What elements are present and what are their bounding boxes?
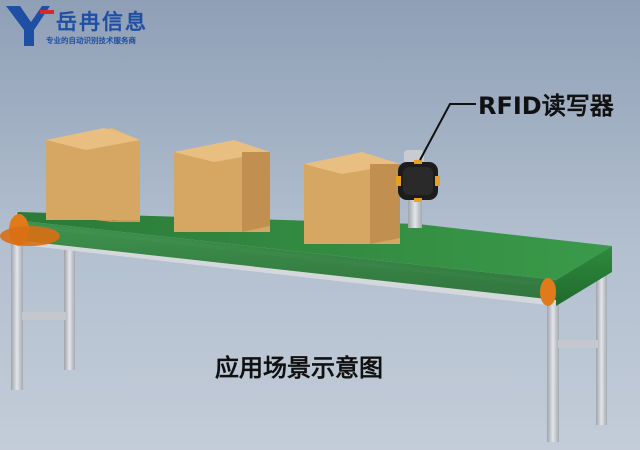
reader-label: RFID读写器 xyxy=(478,92,614,120)
company-slogan: 专业的自动识别技术服务商 xyxy=(46,36,136,45)
reader-callout-line xyxy=(419,103,476,161)
logo-y-mark xyxy=(6,6,54,46)
scene-caption: 应用场景示意图 xyxy=(215,354,383,382)
cardboard-box-icon xyxy=(46,128,140,222)
rfid-reader-icon xyxy=(396,160,440,202)
right-roller xyxy=(540,278,556,306)
company-name: 岳冉信息 xyxy=(56,10,148,34)
cardboard-box-icon xyxy=(174,140,270,232)
conveyor-belt xyxy=(0,212,612,306)
cardboard-box-icon xyxy=(304,152,400,244)
